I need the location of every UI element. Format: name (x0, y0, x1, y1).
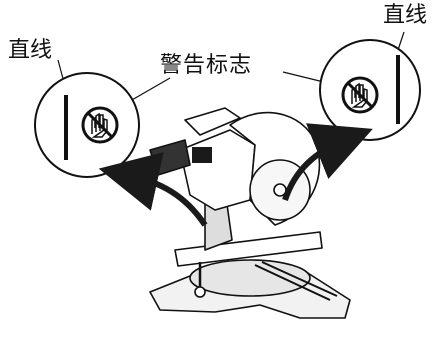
saw-motor-vent (192, 147, 212, 163)
saw-motor (179, 129, 256, 211)
right-no-hand-warning-icon (341, 76, 379, 114)
saw-turntable (189, 259, 311, 297)
saw-rails (254, 261, 338, 301)
left-rotation-arrow-icon (98, 152, 208, 227)
leader-right-line (397, 31, 405, 51)
warning-sign-label: 警告标志 (160, 53, 253, 78)
saw-fence (174, 231, 323, 267)
miter-saw (149, 107, 351, 319)
saw-handle (184, 107, 241, 136)
left-magnifier (34, 72, 140, 178)
left-no-hand-warning-icon (81, 106, 119, 144)
right-rotation-arrow-icon (282, 123, 373, 201)
straight-line-label-left: 直线 (8, 38, 53, 63)
right-magnifier (319, 39, 421, 141)
straight-line-label-right: 直线 (383, 3, 428, 28)
